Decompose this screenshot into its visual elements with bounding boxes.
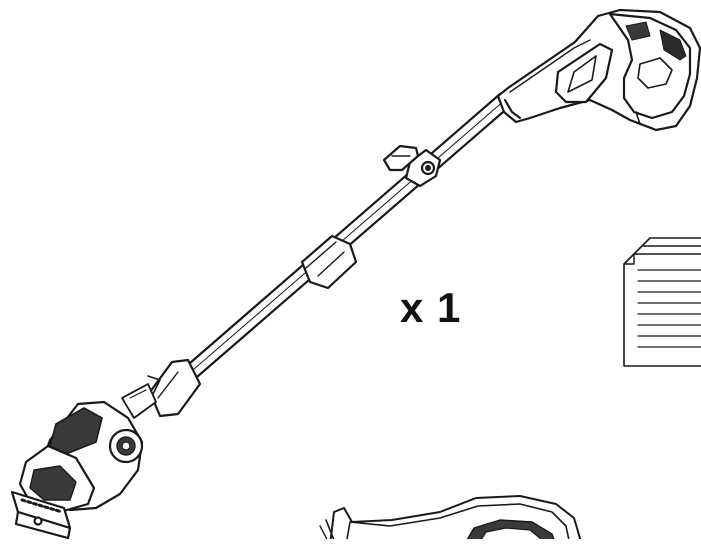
lower-sleeve: [147, 358, 202, 418]
shaft-clamp: [382, 144, 442, 188]
guard-icon: [319, 495, 583, 544]
quantity-label: x 1: [400, 284, 462, 331]
trimmer-shaft: [180, 92, 512, 385]
shaft-collar: [300, 234, 358, 290]
trimmer-head: [10, 383, 157, 540]
document-icon: [623, 237, 701, 367]
string-trimmer-icon: [10, 8, 701, 540]
trimmer-handle: [496, 8, 701, 132]
